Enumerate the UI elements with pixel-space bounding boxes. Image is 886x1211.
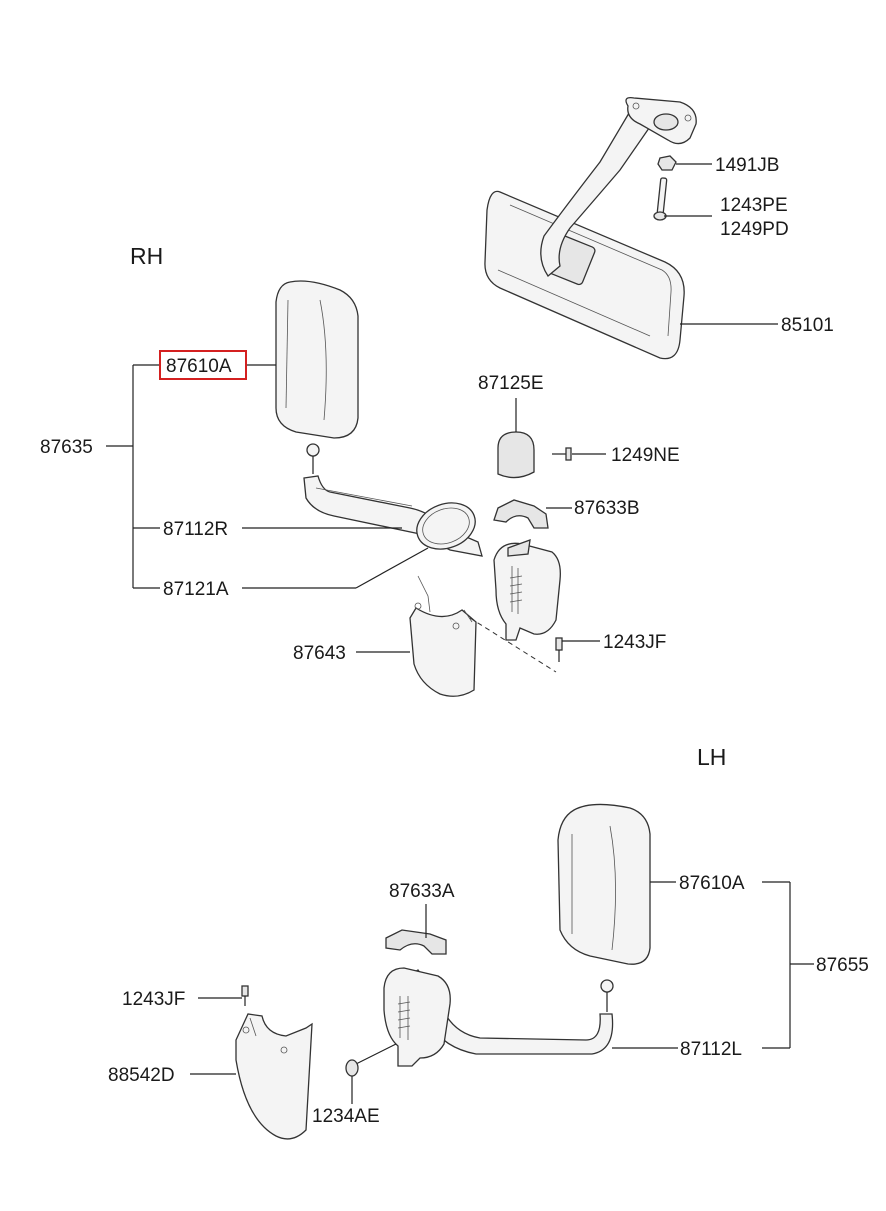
label-1243jf-lh[interactable]: 1243JF: [122, 989, 185, 1010]
label-87610a-lh[interactable]: 87610A: [679, 873, 745, 894]
rh-cap[interactable]: [497, 431, 535, 479]
lh-mirror-assembly: [235, 803, 651, 1140]
label-87112l[interactable]: 87112L: [680, 1039, 742, 1060]
label-1249ne[interactable]: 1249NE: [611, 445, 680, 466]
bolt-1243jf-rh[interactable]: [555, 637, 563, 662]
label-1243pe[interactable]: 1243PE: [720, 195, 788, 216]
lh-cover-88542d[interactable]: [235, 1013, 313, 1140]
label-87121a[interactable]: 87121A: [163, 579, 229, 600]
label-87610a-rh[interactable]: 87610A: [166, 356, 232, 377]
section-label-lh: LH: [697, 744, 726, 770]
label-87635[interactable]: 87635: [40, 437, 93, 458]
highlight-box: [159, 350, 247, 380]
lh-bracket-87633a[interactable]: [385, 929, 447, 955]
label-87633b[interactable]: 87633B: [574, 498, 640, 519]
label-87112r[interactable]: 87112R: [163, 519, 228, 540]
section-label-rh: RH: [130, 243, 163, 269]
rh-mirror-base[interactable]: [493, 542, 561, 641]
label-87643[interactable]: 87643: [293, 643, 346, 664]
screw-1243pe[interactable]: [653, 177, 668, 221]
nut-1491jb[interactable]: [657, 155, 677, 171]
label-1234ae[interactable]: 1234AE: [312, 1106, 380, 1127]
bolt-1243jf-lh[interactable]: [241, 985, 249, 1006]
screw-1249ne[interactable]: [552, 447, 572, 461]
bolt-1234ae[interactable]: [345, 1043, 397, 1077]
rh-cover-87643[interactable]: [409, 607, 477, 697]
rearview-mirror-assembly: [484, 97, 697, 360]
rh-mirror-assembly: [275, 280, 572, 697]
rh-bracket-87633b[interactable]: [493, 499, 549, 529]
label-1249pd[interactable]: 1249PD: [720, 219, 789, 240]
lh-mirror-base[interactable]: [383, 967, 451, 1067]
label-88542d[interactable]: 88542D: [108, 1065, 175, 1086]
rh-mirror-head[interactable]: [275, 280, 359, 439]
lh-mirror-head[interactable]: [557, 803, 651, 965]
label-1491jb[interactable]: 1491JB: [715, 155, 779, 176]
label-87125e[interactable]: 87125E: [478, 373, 544, 394]
label-87633a[interactable]: 87633A: [389, 881, 455, 902]
label-87655[interactable]: 87655: [816, 955, 869, 976]
rearview-mirror-stay[interactable]: [540, 107, 657, 277]
label-1243jf-rh[interactable]: 1243JF: [603, 632, 666, 653]
label-85101[interactable]: 85101: [781, 315, 834, 336]
